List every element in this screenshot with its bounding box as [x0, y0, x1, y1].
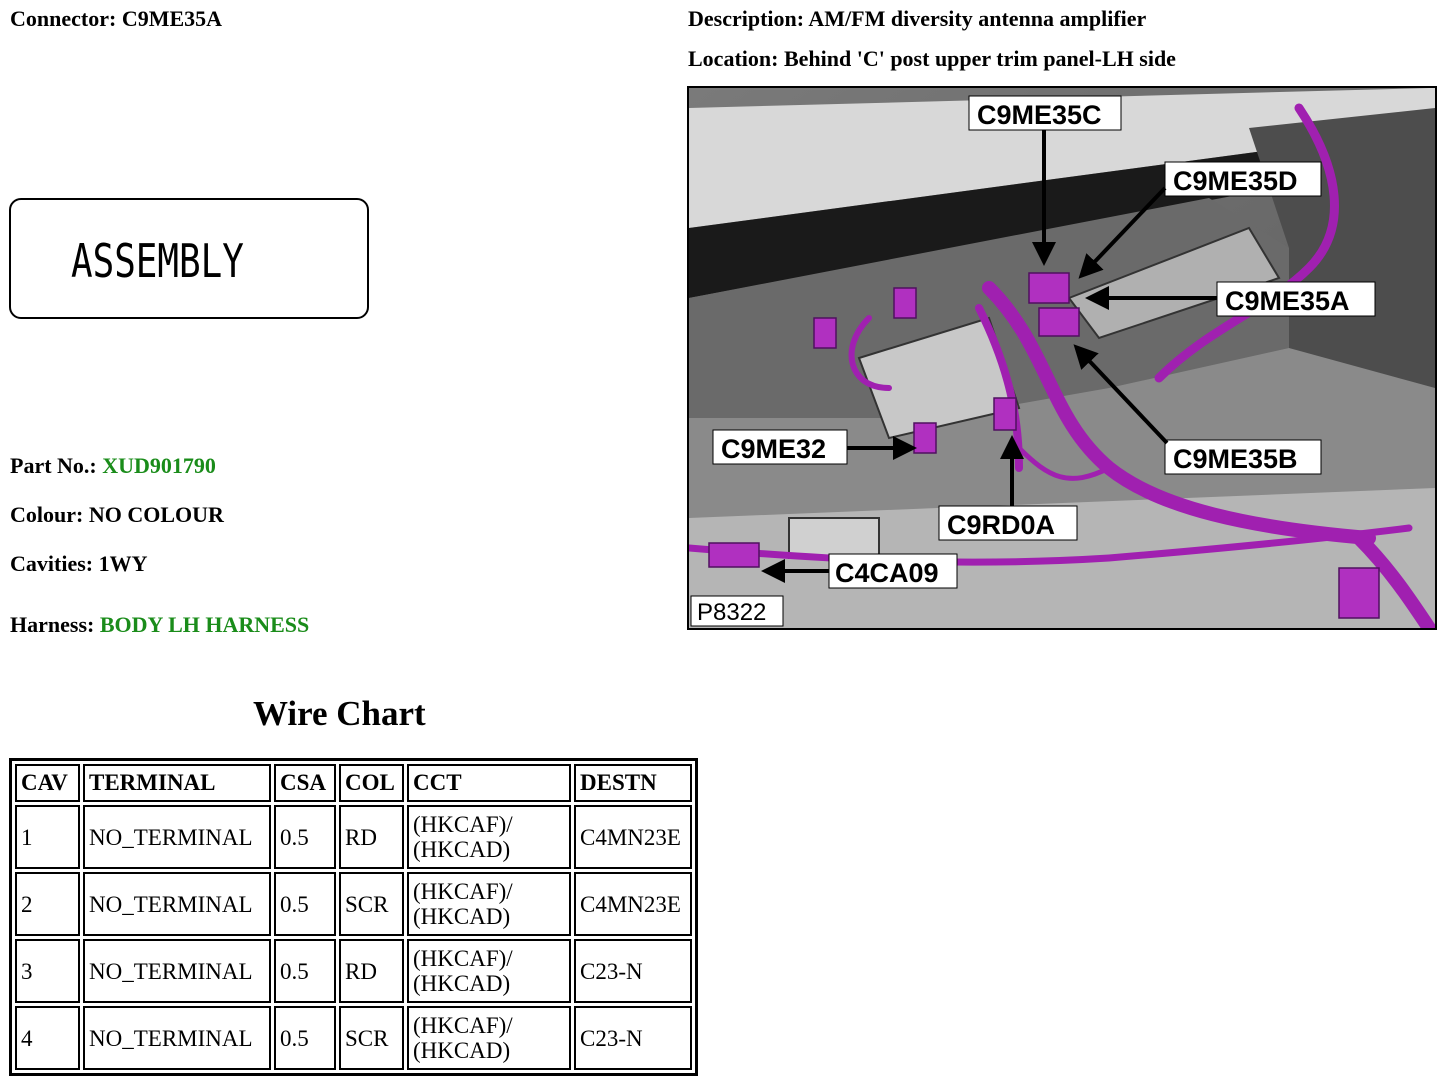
cct-line-2: (HKCAD): [413, 971, 511, 996]
connector-value: C9ME35A: [121, 6, 223, 31]
cell-csa: 0.5: [274, 805, 336, 869]
c4ca09-connector-body: [788, 517, 880, 559]
callout-c9me35d: C9ME35D: [1078, 161, 1322, 279]
cell-destn: C23-N: [574, 1006, 692, 1070]
figure-id-label: P8322: [697, 599, 766, 626]
wire-chart-table: CAV TERMINAL CSA COL CCT DESTN 1 NO_TERM…: [9, 758, 698, 1076]
header-cav: CAV: [15, 764, 80, 802]
cct-line-2: (HKCAD): [413, 904, 511, 929]
header-csa: CSA: [274, 764, 336, 802]
table-header-row: CAV TERMINAL CSA COL CCT DESTN: [15, 764, 692, 802]
table-row: 4 NO_TERMINAL 0.5 SCR (HKCAF)/(HKCAD) C2…: [15, 1006, 692, 1070]
part-number-field: Part No.: XUD901790: [10, 453, 216, 479]
connector-label: Connector:: [10, 6, 117, 31]
table-row: 1 NO_TERMINAL 0.5 RD (HKCAF)/(HKCAD) C4M…: [15, 805, 692, 869]
location-label: Location:: [688, 46, 779, 71]
cell-col: RD: [339, 805, 404, 869]
cell-cct: (HKCAF)/(HKCAD): [407, 872, 571, 936]
trim-panel: [689, 198, 1289, 418]
connector-location-illustration: C9ME35C C9ME35D C9ME35A C9ME35B C9ME32: [687, 86, 1437, 630]
header-destn: DESTN: [574, 764, 692, 802]
harness-link[interactable]: BODY LH HARNESS: [99, 612, 310, 637]
cell-csa: 0.5: [274, 939, 336, 1003]
harness-connectors: [708, 272, 1380, 619]
amplifier-module: [857, 316, 1021, 440]
callout-c9me35c-label: C9ME35C: [977, 100, 1102, 130]
cavities-value: 1WY: [98, 551, 148, 576]
callout-c4ca09-label: C4CA09: [835, 558, 939, 588]
callout-c9me35c: C9ME35C: [968, 95, 1122, 266]
colour-value: NO COLOUR: [88, 502, 224, 527]
cct-line-2: (HKCAD): [413, 837, 511, 862]
cell-cct: (HKCAF)/(HKCAD): [407, 939, 571, 1003]
wire-chart-title: Wire Chart: [253, 694, 426, 733]
header-col: COL: [339, 764, 404, 802]
cavities-field: Cavities: 1WY: [10, 551, 147, 577]
cell-terminal: NO_TERMINAL: [83, 939, 271, 1003]
colour-label: Colour:: [10, 502, 84, 527]
description-label: Description:: [688, 6, 805, 31]
callout-c4ca09: C4CA09: [761, 553, 958, 589]
cell-cav: 1: [15, 805, 80, 869]
cell-destn: C23-N: [574, 939, 692, 1003]
cell-terminal: NO_TERMINAL: [83, 805, 271, 869]
header-terminal: TERMINAL: [83, 764, 271, 802]
cell-cct: (HKCAF)/(HKCAD): [407, 805, 571, 869]
cct-line-1: (HKCAF)/: [413, 946, 513, 971]
assembly-text: ASSEMBLY: [71, 234, 244, 288]
figure-id: P8322: [690, 595, 784, 627]
location-field: Location: Behind 'C' post upper trim pan…: [688, 46, 1176, 72]
cell-cct: (HKCAF)/(HKCAD): [407, 1006, 571, 1070]
antenna-module: [1067, 226, 1281, 340]
harness-field: Harness: BODY LH HARNESS: [10, 612, 309, 638]
cell-csa: 0.5: [274, 872, 336, 936]
callout-c9rd0a: C9RD0A: [938, 435, 1078, 541]
header-cct: CCT: [407, 764, 571, 802]
cct-line-1: (HKCAF)/: [413, 812, 513, 837]
description-field: Description: AM/FM diversity antenna amp…: [688, 6, 1146, 32]
callout-c9me32-label: C9ME32: [721, 434, 826, 464]
cell-terminal: NO_TERMINAL: [83, 1006, 271, 1070]
cell-col: SCR: [339, 872, 404, 936]
cavities-label: Cavities:: [10, 551, 94, 576]
callout-c9me32: C9ME32: [712, 429, 917, 465]
cell-cav: 4: [15, 1006, 80, 1070]
roof-rail: [689, 88, 1435, 228]
callout-c9me35a-label: C9ME35A: [1225, 286, 1350, 316]
assembly-stamp: ASSEMBLY: [9, 198, 369, 319]
cell-destn: C4MN23E: [574, 805, 692, 869]
location-value: Behind 'C' post upper trim panel-LH side: [783, 46, 1176, 71]
cct-line-1: (HKCAF)/: [413, 879, 513, 904]
part-number-label: Part No.:: [10, 453, 97, 478]
callout-c9me35b-label: C9ME35B: [1173, 444, 1298, 474]
callout-c9me35b: C9ME35B: [1073, 344, 1322, 475]
cell-col: RD: [339, 939, 404, 1003]
cct-line-2: (HKCAD): [413, 1038, 511, 1063]
cell-cav: 2: [15, 872, 80, 936]
harness-label: Harness:: [10, 612, 95, 637]
description-value: AM/FM diversity antenna amplifier: [808, 6, 1147, 31]
cell-terminal: NO_TERMINAL: [83, 872, 271, 936]
cell-col: SCR: [339, 1006, 404, 1070]
cell-csa: 0.5: [274, 1006, 336, 1070]
cct-line-1: (HKCAF)/: [413, 1013, 513, 1038]
part-number-link[interactable]: XUD901790: [102, 453, 216, 478]
table-row: 2 NO_TERMINAL 0.5 SCR (HKCAF)/(HKCAD) C4…: [15, 872, 692, 936]
table-row: 3 NO_TERMINAL 0.5 RD (HKCAF)/(HKCAD) C23…: [15, 939, 692, 1003]
colour-field: Colour: NO COLOUR: [10, 502, 224, 528]
callout-c9rd0a-label: C9RD0A: [947, 510, 1055, 540]
cell-cav: 3: [15, 939, 80, 1003]
callout-c9me35d-label: C9ME35D: [1173, 166, 1298, 196]
cell-destn: C4MN23E: [574, 872, 692, 936]
callout-c9me35a: C9ME35A: [1085, 281, 1376, 317]
connector-field: Connector: C9ME35A: [10, 6, 222, 32]
